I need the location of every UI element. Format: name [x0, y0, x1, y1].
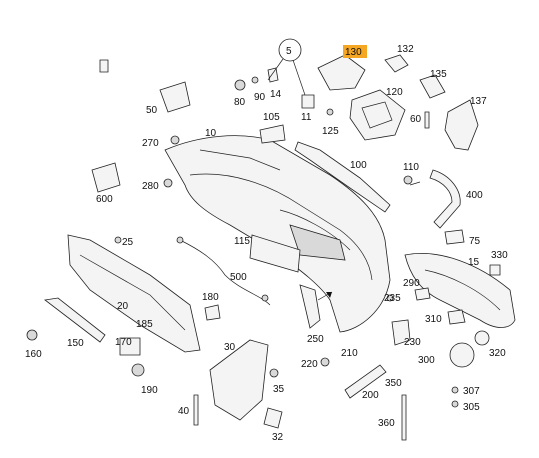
part-label-120: 120 — [386, 87, 403, 98]
part-label-80: 80 — [234, 97, 246, 108]
part-label-32: 32 — [272, 432, 284, 443]
part-label-100: 100 — [350, 160, 367, 171]
part-label-20: 20 — [117, 301, 129, 312]
part-label-220: 220 — [301, 359, 318, 370]
part-label-180: 180 — [202, 292, 219, 303]
part-label-210: 210 — [341, 348, 358, 359]
bumper-cover-part — [164, 135, 391, 333]
side-strip-part — [429, 169, 461, 229]
part-label-400: 400 — [466, 190, 483, 201]
part-label-230: 230 — [404, 337, 421, 348]
part-label-132: 132 — [397, 44, 414, 55]
part-label-137: 137 — [470, 96, 487, 107]
part-label-125: 125 — [322, 126, 339, 137]
carrier-30-part — [209, 339, 269, 421]
part-label-75: 75 — [469, 236, 481, 247]
trim-strip-part — [294, 141, 391, 213]
part-label-190: 190 — [141, 385, 158, 396]
part-label-110: 110 — [403, 162, 419, 173]
cover-130-part — [317, 54, 366, 91]
part-label-160: 160 — [25, 349, 42, 360]
part-label-170: 170 — [115, 337, 132, 348]
part-label-135: 135 — [430, 69, 447, 80]
part-label-14: 14 — [270, 89, 282, 100]
part-label-250: 250 — [307, 334, 324, 345]
part-label-280: 280 — [142, 181, 159, 192]
part-label-25: 25 — [122, 237, 134, 248]
part-label-270: 270 — [142, 138, 159, 149]
bracket-120-part — [349, 89, 406, 141]
callout-number: 5 — [286, 46, 292, 57]
part-label-115: 115 — [234, 236, 250, 247]
part-label-105: 105 — [263, 112, 280, 123]
part-label-307: 307 — [463, 386, 480, 397]
part-600 — [91, 162, 121, 193]
part-labels: 130 132 135 137 14 11 80 90 50 120 125 60 10 105 270 10… — [25, 44, 508, 443]
part-label-90: 90 — [254, 92, 266, 103]
part-label-500: 500 — [230, 272, 247, 283]
part-label-350: 350 — [385, 378, 402, 389]
part-label-200: 200 — [362, 390, 379, 401]
carrier-20-part — [67, 234, 201, 353]
highlight-130 — [343, 45, 367, 58]
bumper-recess-part — [289, 224, 346, 261]
part-label-30: 30 — [224, 342, 236, 353]
part-label-40: 40 — [178, 406, 190, 417]
part-label-130: 130 — [345, 47, 362, 58]
part-label-360: 360 — [378, 418, 395, 429]
part-label-235: 235 — [384, 293, 401, 304]
part-label-185: 185 — [136, 319, 153, 330]
part-label-290: 290 — [403, 278, 420, 289]
reflector-50-part — [159, 81, 191, 113]
part-label-600: 600 — [96, 194, 113, 205]
part-label-50: 50 — [146, 105, 158, 116]
part-label-60: 60 — [410, 114, 422, 125]
part-label-11: 11 — [301, 112, 312, 123]
part-label-150: 150 — [67, 338, 84, 349]
part-label-310: 310 — [425, 314, 442, 325]
part-label-320: 320 — [489, 348, 506, 359]
part-label-10: 10 — [205, 128, 217, 139]
part-label-15: 15 — [468, 257, 480, 268]
part-label-330: 330 — [491, 250, 508, 261]
callout-circle — [278, 38, 302, 62]
part-label-305: 305 — [463, 402, 480, 413]
part-label-300: 300 — [418, 355, 435, 366]
part-label-35: 35 — [273, 384, 285, 395]
